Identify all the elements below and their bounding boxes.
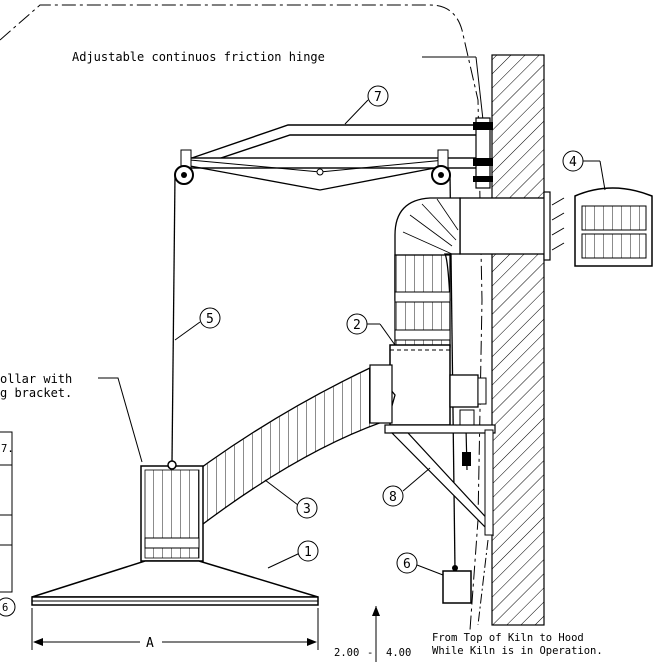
callout-8: 8 xyxy=(382,467,431,507)
callout-8-text: 8 xyxy=(389,490,397,505)
pulley-left xyxy=(174,149,194,185)
hood xyxy=(31,560,319,606)
table-top-mark: 7. xyxy=(1,443,14,455)
dimension-a-label: A xyxy=(146,636,154,651)
wall xyxy=(491,54,545,626)
clearance-note: From Top of Kiln to Hood While Kiln is i… xyxy=(432,539,603,657)
callout-7: 7 xyxy=(344,85,389,125)
clearance-min: 2.00 xyxy=(334,647,359,659)
collar-label-line2: g bracket. xyxy=(0,386,72,400)
callout-1-text: 1 xyxy=(304,545,312,560)
collar-label-line1: ollar with xyxy=(0,372,72,386)
clearance-dimension: 2.00 - 4.00 xyxy=(334,606,411,662)
dimension-a: A xyxy=(31,608,319,651)
callout-2: 2 xyxy=(346,313,396,346)
collar-label-group: ollar with g bracket. xyxy=(0,372,143,463)
clearance-max: 4.00 xyxy=(386,647,411,659)
flex-duct xyxy=(149,364,396,531)
support-bracket xyxy=(384,424,496,537)
clearance-dash: - xyxy=(367,647,373,659)
table-fragment: 7. 6 xyxy=(0,431,16,617)
callout-5: 5 xyxy=(174,307,221,341)
callout-4-text: 4 xyxy=(569,155,577,170)
table-bottom-mark: 6 xyxy=(2,602,8,614)
callout-6-text: 6 xyxy=(403,557,411,572)
callout-3-text: 3 xyxy=(303,502,311,517)
callout-2-text: 2 xyxy=(353,318,361,333)
counterweight xyxy=(442,565,472,604)
callout-6: 6 xyxy=(396,552,444,576)
wall-control xyxy=(574,187,653,267)
callout-5-text: 5 xyxy=(206,312,214,327)
callout-4: 4 xyxy=(562,150,606,191)
callout-7-text: 7 xyxy=(374,90,382,105)
hinge-label: Adjustable continuos friction hinge xyxy=(72,50,325,64)
fan xyxy=(389,344,487,471)
hinge-bracket xyxy=(473,117,493,189)
callout-3: 3 xyxy=(264,479,318,519)
hood-collar xyxy=(140,460,204,562)
note-line1: From Top of Kiln to Hood xyxy=(432,632,584,644)
riser-duct xyxy=(394,254,451,348)
callout-1: 1 xyxy=(267,540,319,569)
wall-duct xyxy=(459,191,565,261)
hinge-label-group: Adjustable continuos friction hinge xyxy=(72,50,484,121)
note-line2: While Kiln is in Operation. xyxy=(432,645,603,657)
